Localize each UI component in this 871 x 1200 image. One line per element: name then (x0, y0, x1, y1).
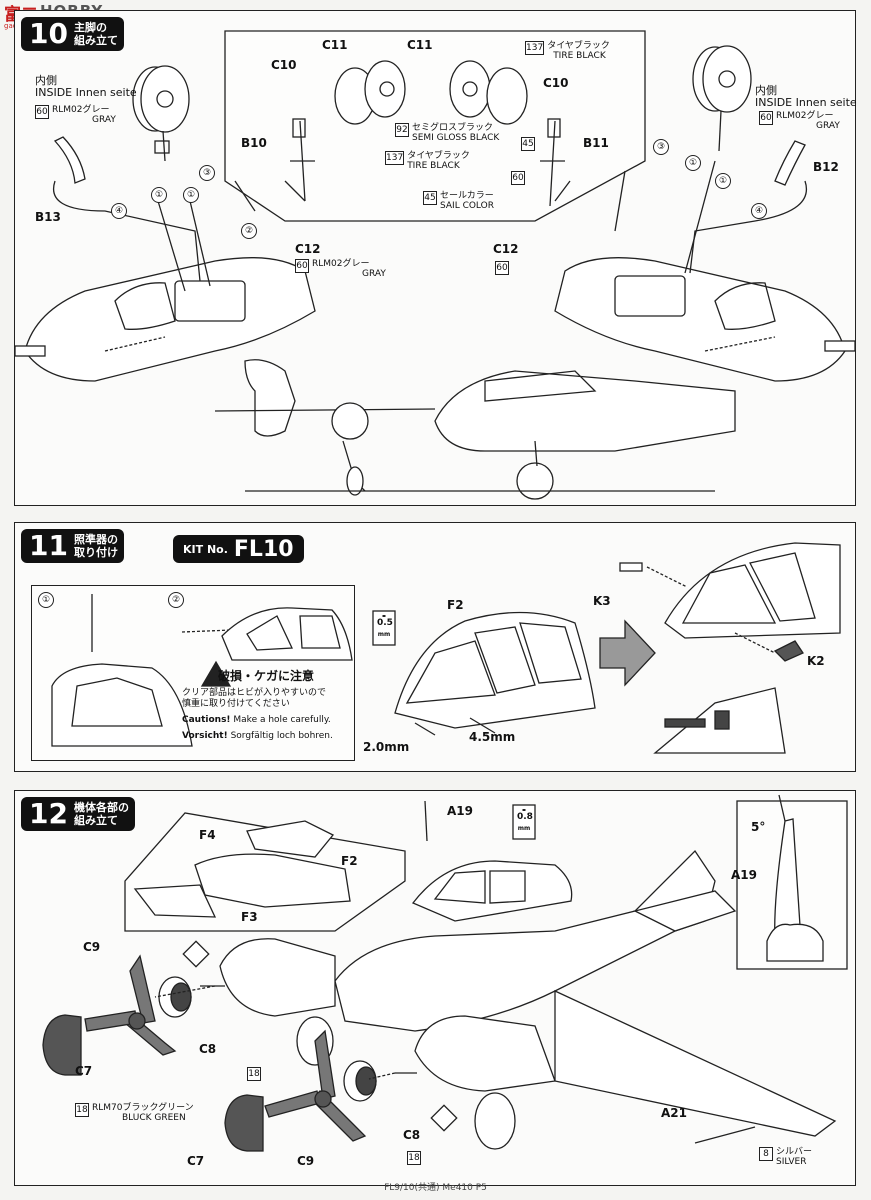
part-label-c10: C10 (271, 58, 297, 72)
step-12-header: 12 機体各部の 組み立て (21, 797, 135, 831)
part-label-f2: F2 (447, 598, 464, 612)
step-marker-1b-right: ① (715, 173, 731, 189)
step-11-illustration (372, 542, 841, 754)
step-marker-1-right: ① (685, 155, 701, 171)
step-12-illustration (42, 794, 848, 1152)
dimension-2mm: 2.0mm (363, 740, 410, 754)
kit-number-badge: KIT No. FL10 (173, 535, 304, 563)
step-11-header: 11 照準器の 取り付け (21, 529, 124, 563)
part-label-b13: B13 (35, 210, 61, 224)
part-label-b11: B11 (583, 136, 609, 150)
step-number: 12 (29, 797, 68, 830)
step-title: 照準器の 取り付け (73, 533, 118, 559)
part-label-f4: F4 (199, 828, 216, 842)
inside-label-right: 内側 INSIDE Innen seite (755, 84, 857, 109)
caution-en: Cautions! Make a hole carefully. (182, 715, 331, 725)
part-label-c12-left: C12 (295, 242, 321, 256)
part-label-f2: F2 (341, 854, 358, 868)
drill-size-label: 0.8 mm (517, 811, 533, 835)
color-code-18-right: 18 (407, 1151, 421, 1165)
part-label-c8-right: C8 (403, 1128, 421, 1142)
part-label-a19: A19 (447, 804, 473, 818)
inside-label-left: 内側 INSIDE Innen seite (35, 74, 137, 99)
canopy-drill-illustration (51, 594, 353, 747)
b11-color-60: 60 (511, 171, 525, 185)
step-number: 10 (29, 17, 68, 50)
step-marker-3-right: ③ (653, 139, 669, 155)
drill-size-label: 0.5 mm (377, 617, 393, 641)
part-label-b12: B12 (813, 160, 839, 174)
step-number: 11 (29, 529, 68, 562)
part-label-k3: K3 (593, 594, 611, 608)
step-10-header: 10 主脚の 組み立て (21, 17, 124, 51)
step-marker-3: ③ (199, 165, 215, 181)
part-label-c10-right: C10 (543, 76, 569, 90)
sub-step-2: ② (168, 592, 184, 608)
dimension-4-5mm: 4.5mm (469, 730, 516, 744)
page-footer: FL9/10(共通) Me410 P5 (384, 1183, 487, 1193)
step-11-panel: 11 照準器の 取り付け KIT No. FL10 ① ② 破損・ケガに注意 ク… (14, 522, 856, 772)
part-label-c11: C11 (322, 38, 348, 52)
warning-text-jp: クリア部品はヒビが入りやすいので 慎重に取り付けてください (182, 688, 327, 709)
step-title: 機体各部の 組み立て (73, 801, 129, 827)
part-label-k2: K2 (807, 654, 825, 668)
part-label-c9-left: C9 (83, 940, 101, 954)
part-label-c8-left: C8 (199, 1042, 217, 1056)
part-label-a19-inset: A19 (731, 868, 757, 882)
angle-label: 5° (751, 820, 766, 834)
step-marker-1b: ① (183, 187, 199, 203)
caution-de: Vorsicht! Sorgfältig loch bohren. (182, 731, 333, 741)
part-label-c12-right: C12 (493, 242, 519, 256)
b11-color-45: 45 (521, 137, 535, 151)
c12-right-color: 60 (495, 261, 509, 275)
warning-title: 破損・ケガに注意 (218, 669, 315, 683)
part-label-c9-right: C9 (297, 1154, 315, 1168)
sub-step-1: ① (38, 592, 54, 608)
part-label-c7-left: C7 (75, 1064, 93, 1078)
step-10-panel: 10 主脚の 組み立て (14, 10, 857, 506)
step-11-detail-box: ① ② 破損・ケガに注意 クリア部品はヒビが入りやすいので 慎重に取り付けてくだ… (31, 585, 355, 761)
part-label-b10: B10 (241, 136, 267, 150)
color-code-18-mid: 18 (247, 1067, 261, 1081)
step-marker-1: ① (151, 187, 167, 203)
step-10-illustration (15, 30, 855, 500)
step-12-panel: 12 機体各部の 組み立て (14, 790, 856, 1186)
part-label-f3: F3 (241, 910, 258, 924)
step-marker-2: ② (241, 223, 257, 239)
step-marker-4-right: ④ (751, 203, 767, 219)
step-title: 主脚の 組み立て (73, 21, 118, 47)
part-label-c11-right: C11 (407, 38, 433, 52)
part-label-a21: A21 (661, 1106, 687, 1120)
step-marker-4: ④ (111, 203, 127, 219)
part-label-c7-right: C7 (187, 1154, 205, 1168)
